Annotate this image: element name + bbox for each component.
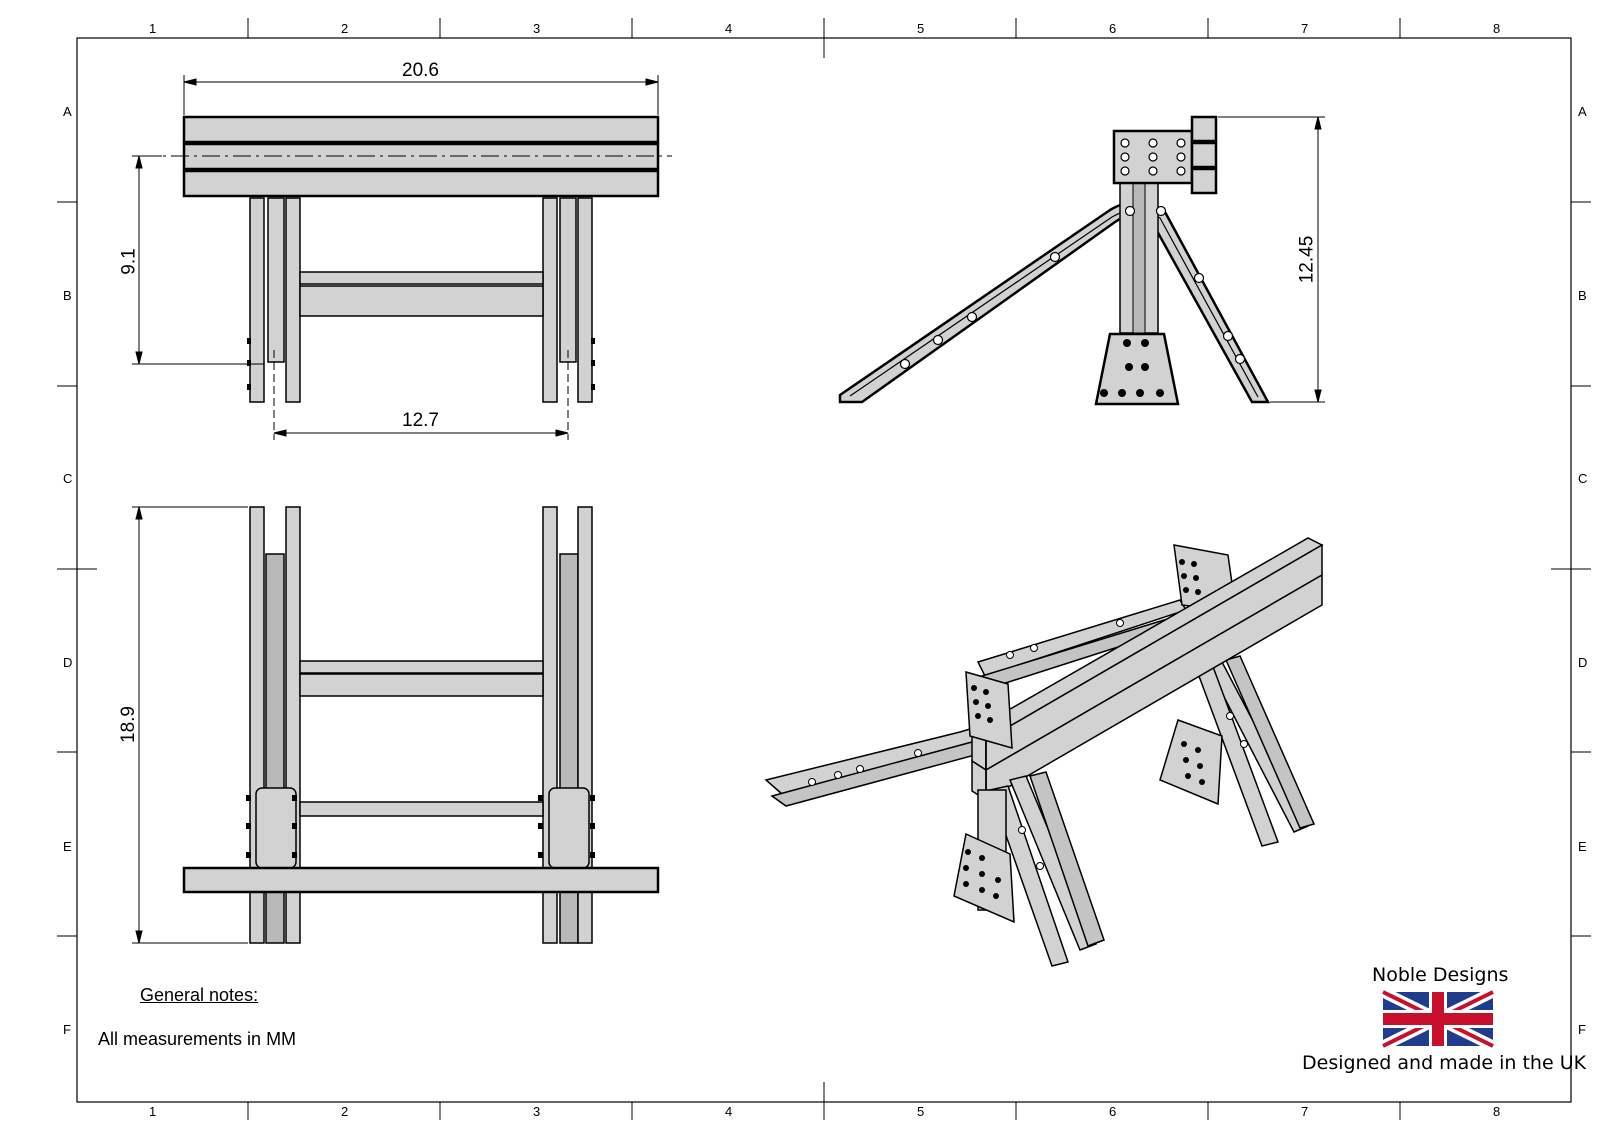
row-label: D: [63, 655, 73, 670]
side-view-dimensions: [1218, 116, 1325, 403]
column-label: 2: [341, 21, 349, 36]
row-label: F: [1578, 1022, 1586, 1037]
row-label: F: [63, 1022, 71, 1037]
isometric-view: [764, 537, 1324, 967]
sheet-border: [76, 37, 1572, 1103]
column-label: 3: [533, 1104, 541, 1119]
row-label: C: [1578, 471, 1588, 486]
notes-body: All measurements in MM: [98, 1029, 297, 1049]
column-label: 5: [917, 1104, 925, 1119]
company-name: Noble Designs: [1372, 964, 1509, 986]
column-label: 4: [725, 21, 733, 36]
column-label: 8: [1493, 1104, 1501, 1119]
notes-title: General notes:: [140, 985, 259, 1005]
row-label: D: [1578, 655, 1588, 670]
column-label: 2: [341, 1104, 349, 1119]
dimension-top-spacing: 12.7: [402, 410, 439, 431]
row-label: A: [63, 104, 72, 119]
column-label: 8: [1493, 21, 1501, 36]
front-view-dimensions: [132, 506, 248, 944]
tagline: Designed and made in the UK: [1302, 1052, 1587, 1074]
top-view-dimensions: [132, 75, 659, 440]
column-label: 5: [917, 21, 925, 36]
row-label: C: [63, 471, 73, 486]
ruler-ticks: [57, 18, 1591, 1120]
dimension-top-width: 20.6: [402, 60, 439, 81]
side-view: [838, 115, 1271, 406]
column-label: 1: [149, 1104, 157, 1119]
dimension-front-height: 18.9: [117, 706, 139, 743]
front-view: [182, 506, 660, 944]
row-label: E: [1578, 839, 1587, 854]
column-label: 7: [1301, 21, 1309, 36]
column-label: 3: [533, 21, 541, 36]
union-jack-flag: [1380, 987, 1496, 1051]
dimension-top-height: 9.1: [118, 248, 140, 275]
column-label: 6: [1109, 1104, 1117, 1119]
row-label: B: [63, 288, 72, 303]
column-label: 4: [725, 1104, 733, 1119]
top-view: [140, 115, 672, 403]
row-label: A: [1578, 104, 1587, 119]
column-label: 1: [149, 21, 157, 36]
column-label: 7: [1301, 1104, 1309, 1119]
dimension-side-height: 12.45: [1296, 235, 1318, 284]
row-label: E: [63, 839, 72, 854]
row-label: B: [1578, 288, 1587, 303]
column-label: 6: [1109, 21, 1117, 36]
